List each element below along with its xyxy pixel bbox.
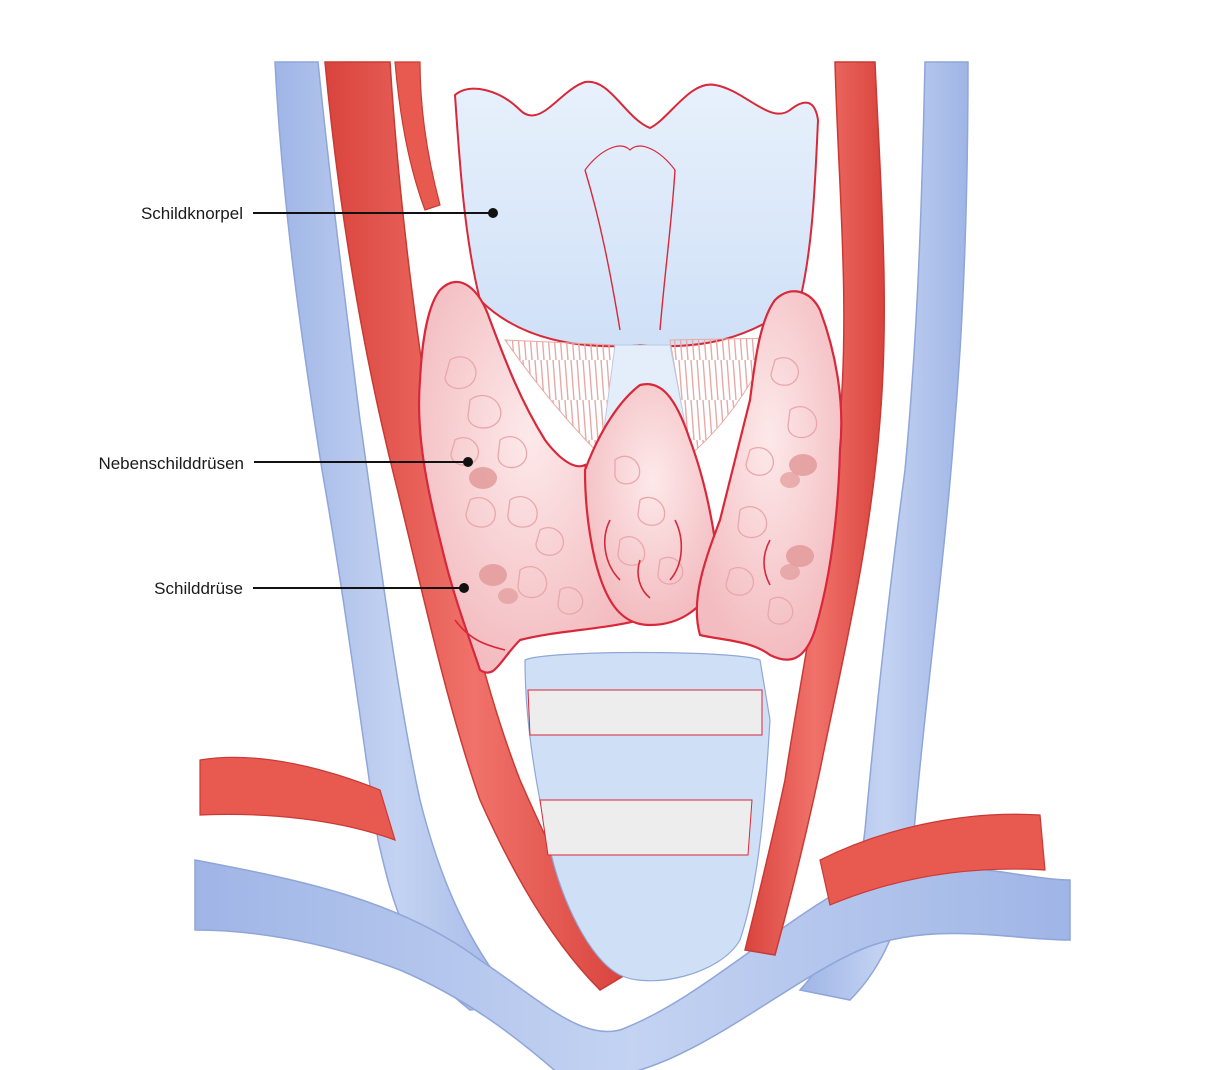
parathyroid-left-lower — [479, 564, 507, 586]
thyroid-cartilage — [455, 82, 818, 346]
tracheal-ring-2 — [540, 800, 752, 855]
label-nebenschilddruesen: Nebenschilddrüsen — [98, 454, 244, 473]
tracheal-ring-1 — [528, 690, 762, 735]
label-schildknorpel: Schildknorpel — [141, 204, 243, 223]
pointer-dot-schildknorpel — [488, 208, 498, 218]
pointer-dot-schilddruese — [459, 583, 469, 593]
aortic-arch-left — [200, 757, 395, 840]
label-schilddruese: Schilddrüse — [154, 579, 243, 598]
pointer-dot-nebenschilddruesen — [463, 457, 473, 467]
parathyroid-right-lower — [786, 545, 814, 567]
parathyroid-left-upper — [469, 467, 497, 489]
